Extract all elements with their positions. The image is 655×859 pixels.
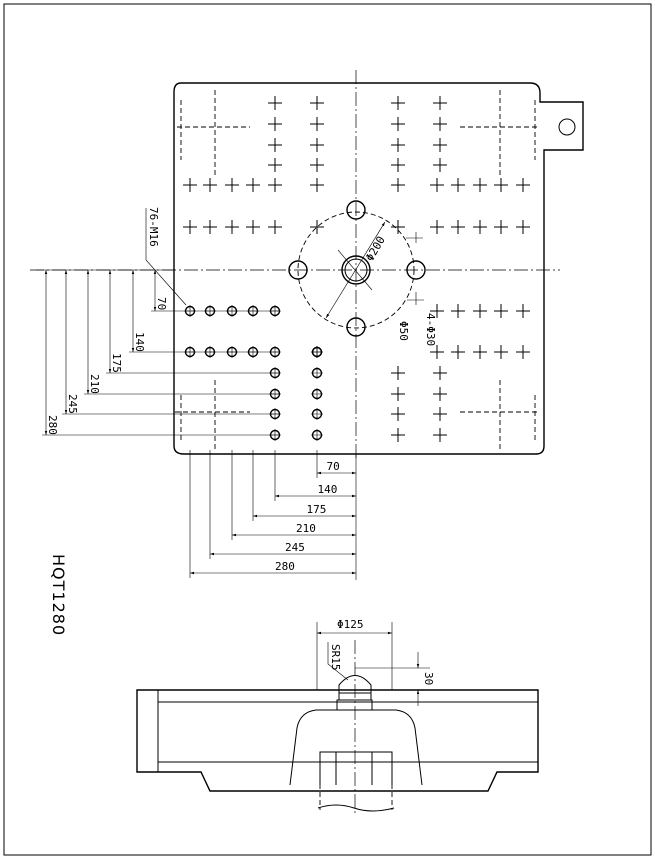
hole-cross: [433, 366, 447, 380]
hole-cross: [494, 220, 508, 234]
screw-hole-center: [311, 367, 323, 379]
page-border: [3, 3, 652, 856]
hole-cross: [310, 138, 324, 152]
hole-cross: [203, 220, 217, 234]
dim-h-label: 280: [275, 560, 295, 573]
ejector-hole-bottom: [346, 317, 366, 337]
center-bore-circle: [297, 211, 415, 329]
hole-cross: [391, 96, 405, 110]
hole-cross: [246, 178, 260, 192]
hole-cross: [473, 345, 487, 359]
dim-v-label: 210: [88, 374, 101, 394]
hole-cross: [494, 304, 508, 318]
hole-cross: [391, 117, 405, 131]
hole-cross-markers: [183, 96, 530, 442]
hole-cross: [225, 220, 239, 234]
hole-cross: [433, 96, 447, 110]
hole-callout-label: 76-M16: [147, 207, 160, 247]
hole-cross: [433, 428, 447, 442]
hole-cross: [430, 178, 444, 192]
hole-cross: [268, 178, 282, 192]
horizontal-dimensions: 70 140 175 210 245 280: [189, 450, 357, 580]
ejector-hole-top: [346, 200, 366, 220]
screw-hole-center: [311, 408, 323, 420]
hole-cross: [473, 178, 487, 192]
hole-pattern-label: 4-Φ30: [424, 313, 437, 346]
center-hole-label: Φ50: [397, 321, 410, 341]
hole-cross: [473, 220, 487, 234]
dim-v-label: 280: [46, 415, 59, 435]
hole-cross: [183, 220, 197, 234]
dim-v-label: 245: [66, 394, 79, 414]
hole-cross: [310, 117, 324, 131]
side-view: [136, 640, 539, 815]
vertical-dimensions: 70 140 175 210 245 280: [36, 269, 280, 436]
hole-cross: [433, 387, 447, 401]
dim-h-label: 175: [307, 503, 327, 516]
hole-cross: [310, 178, 324, 192]
screw-hole-center: [311, 429, 323, 441]
hole-cross: [391, 220, 405, 234]
dim-h-label: 210: [296, 522, 316, 535]
hole-cross: [268, 220, 282, 234]
hole-cross: [451, 345, 465, 359]
hole-cross: [433, 138, 447, 152]
dim-v-label: 175: [110, 353, 123, 373]
hole-cross: [516, 345, 530, 359]
hole-cross: [391, 138, 405, 152]
hole-cross: [430, 304, 444, 318]
dim-v-label: 70: [155, 297, 168, 310]
dim-h-label: 140: [318, 483, 338, 496]
hole-cross: [430, 220, 444, 234]
hole-cross: [433, 117, 447, 131]
hole-cross: [246, 220, 260, 234]
hole-cross: [430, 345, 444, 359]
hole-cross: [516, 178, 530, 192]
nozzle-depth-label: 30: [422, 672, 435, 685]
nozzle-radius-label: SR15: [329, 644, 342, 671]
nozzle-diameter-label: Φ125: [337, 618, 364, 631]
hole-cross: [268, 117, 282, 131]
hole-cross: [391, 158, 405, 172]
hole-cross: [310, 96, 324, 110]
hole-cross: [310, 158, 324, 172]
hole-cross: [451, 220, 465, 234]
dim-h-label: 70: [327, 460, 340, 473]
hole-cross: [310, 220, 324, 234]
center-bore-label: Φ200: [363, 234, 388, 263]
hole-cross: [433, 407, 447, 421]
hole-cross: [391, 387, 405, 401]
tie-lug-hole: [558, 118, 576, 136]
screw-hole-center: [311, 388, 323, 400]
hole-cross: [516, 304, 530, 318]
hole-cross: [516, 220, 530, 234]
platen-outline: [173, 82, 584, 455]
hole-cross: [391, 428, 405, 442]
hole-cross: [183, 178, 197, 192]
dim-h-label: 245: [285, 541, 305, 554]
hole-cross: [268, 138, 282, 152]
hole-cross: [391, 366, 405, 380]
hole-cross: [268, 158, 282, 172]
ejector-hole-left: [288, 260, 308, 280]
screw-hole-center: [311, 346, 323, 358]
hole-cross: [473, 304, 487, 318]
tie-bar-hints: [175, 90, 540, 450]
dim-v-label: 140: [133, 332, 146, 352]
hole-cross: [494, 345, 508, 359]
ejector-hole-right: [406, 260, 426, 280]
hole-cross: [451, 304, 465, 318]
nozzle-dimensions: [316, 622, 430, 706]
hole-cross: [391, 178, 405, 192]
hole-cross: [391, 407, 405, 421]
hole-cross: [268, 96, 282, 110]
hole-cross: [451, 178, 465, 192]
hole-cross: [433, 158, 447, 172]
model-label: HQT1280: [49, 554, 68, 636]
hole-cross: [225, 178, 239, 192]
hole-cross: [203, 178, 217, 192]
hole-cross: [494, 178, 508, 192]
